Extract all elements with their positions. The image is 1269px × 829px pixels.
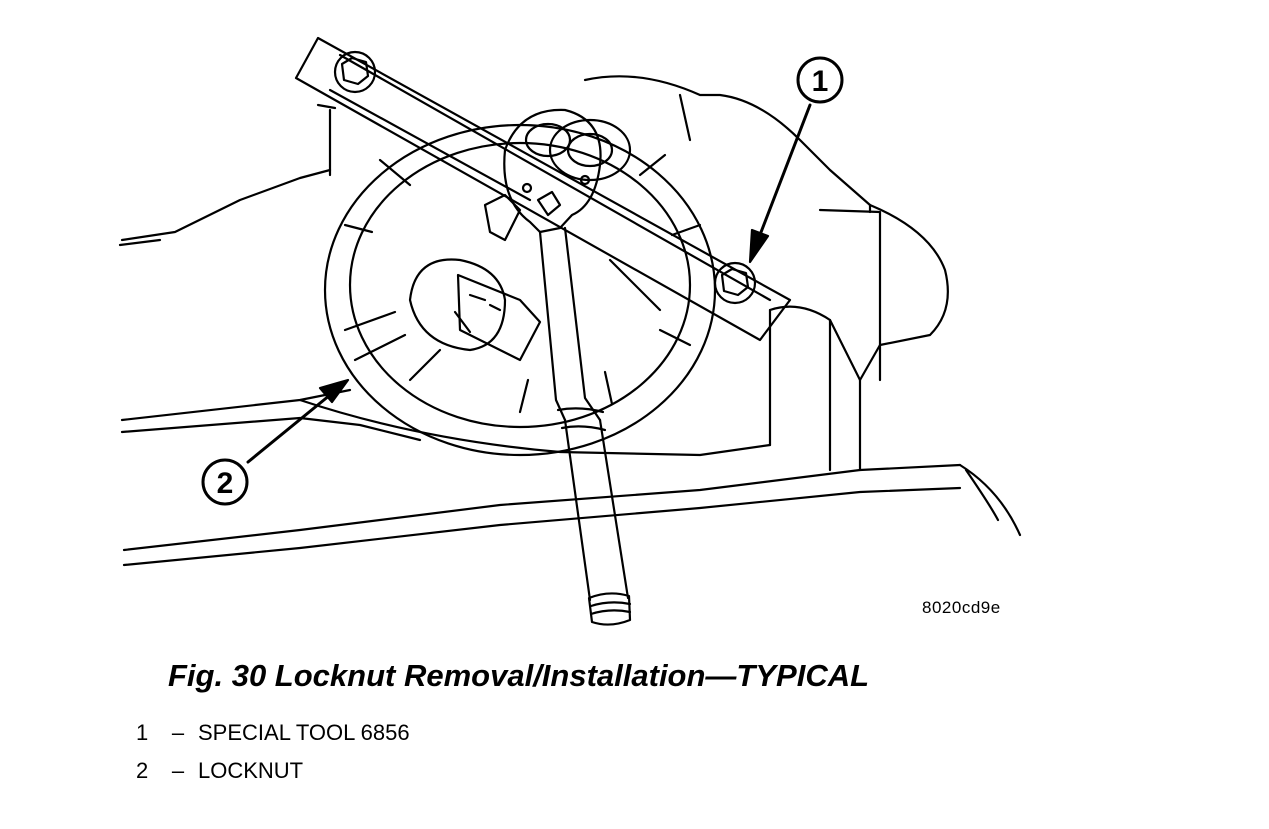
callout-2-number: 2 — [217, 467, 234, 500]
legend-item: 1–SPECIAL TOOL 6856 — [136, 714, 410, 752]
callout-2 — [201, 378, 350, 506]
legend-item-number: 2 — [136, 758, 149, 783]
locknut-removal-illustration: 1 2 — [118, 36, 1022, 626]
legend-item-text: LOCKNUT — [198, 758, 304, 783]
legend: 1–SPECIAL TOOL 6856 2–LOCKNUT — [136, 714, 410, 790]
fuel-pump-module — [323, 118, 717, 457]
legend-item: 2–LOCKNUT — [136, 752, 410, 790]
illustration-id: 8020cd9e — [922, 598, 1001, 617]
legend-item-dash: – — [171, 720, 185, 745]
callout-1 — [748, 56, 844, 264]
legend-item-text: SPECIAL TOOL 6856 — [198, 720, 410, 745]
legend-item-dash: – — [171, 758, 185, 783]
ratchet-wrench — [503, 108, 632, 626]
figure-caption: Fig. 30 Locknut Removal/Installation—TYP… — [168, 658, 870, 693]
special-tool-6856 — [294, 36, 792, 342]
fuel-tank-outline — [118, 75, 1022, 567]
legend-item-number: 1 — [136, 720, 149, 745]
callout-1-number: 1 — [812, 65, 829, 98]
